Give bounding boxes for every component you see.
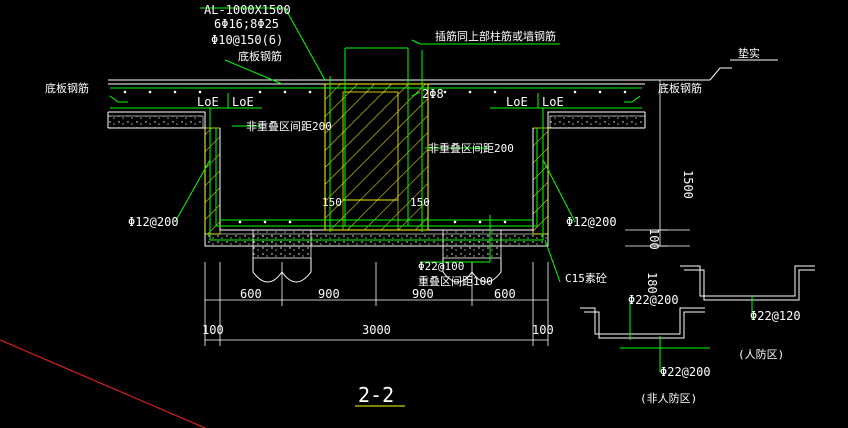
label-fill: 垫实: [738, 46, 760, 60]
dim-100-left: 100: [202, 323, 224, 337]
label-slab-bar-top: 底板钢筋: [238, 49, 282, 63]
label-150-right: 150: [410, 196, 430, 209]
label-noncivil: (非人防区): [640, 391, 697, 405]
label-rebar-main: 6Φ16;8Φ25: [214, 17, 279, 31]
label-loe-3: LoE: [506, 95, 528, 109]
label-civil: (人防区): [738, 347, 784, 361]
leaders: [174, 7, 576, 283]
detail-step-1: [580, 265, 815, 372]
label-phi22-100: Φ22@100: [418, 260, 464, 273]
label-loe-4: LoE: [542, 95, 564, 109]
label-overlap-100: 重叠区间距100: [418, 274, 493, 288]
dim-180: 180: [645, 272, 659, 294]
label-c15: C15素砼: [565, 272, 607, 285]
dim-3000: 3000: [362, 323, 391, 337]
c15-layer-right: [549, 115, 646, 129]
label-slab-bar-left: 底板钢筋: [45, 81, 89, 95]
label-stirrup: Φ10@150(6): [211, 33, 283, 47]
label-slab-bar-right: 底板钢筋: [658, 81, 702, 95]
dim-600-left: 600: [240, 287, 262, 301]
column-core: [342, 199, 399, 231]
label-nonoverlap-left: 非重叠区间距200: [246, 119, 332, 133]
label-bar-right: Φ12@200: [566, 215, 617, 229]
dim-100-right: 100: [532, 323, 554, 337]
label-bar-left: Φ12@200: [128, 215, 179, 229]
dimension-right: [625, 79, 690, 247]
label-detail-phi22-200-a: Φ22@200: [628, 293, 679, 307]
red-reference-line: [0, 339, 206, 428]
label-150-left: 150: [322, 196, 342, 209]
column-hatched: [324, 83, 429, 231]
label-column-anchor: 插筋同上部柱筋或墙钢筋: [435, 29, 556, 43]
label-detail-phi22-120: Φ22@120: [750, 309, 801, 323]
rebar-left-hook: [109, 95, 128, 103]
rebar-pit-left: [209, 108, 544, 241]
label-2phi8: 2Φ8: [422, 87, 444, 101]
pit-wall-right: [532, 127, 549, 235]
label-al: AL-1000X1500: [204, 3, 291, 17]
dim-600-right: 600: [494, 287, 516, 301]
fill-arrow: [709, 67, 732, 81]
rebar-right-hook: [624, 95, 641, 103]
dim-100-vertical: 100: [647, 228, 661, 250]
label-loe-1: LoE: [197, 95, 219, 109]
rebar-dots: [123, 90, 627, 224]
rebar-pit-left-in: [215, 128, 538, 227]
dim-1500: 1500: [681, 170, 695, 199]
label-nonoverlap-right: 非重叠区间距200: [428, 141, 514, 155]
dim-900-right: 900: [412, 287, 434, 301]
pile-left: [252, 229, 312, 283]
label-loe-2: LoE: [232, 95, 254, 109]
label-detail-phi22-200-b: Φ22@200: [660, 365, 711, 379]
pit-wall-left: [204, 127, 221, 235]
dimension-bottom: [204, 262, 549, 346]
c15-layer-left: [107, 115, 204, 129]
section-title: 2-2: [358, 383, 394, 407]
dim-900-left: 900: [318, 287, 340, 301]
